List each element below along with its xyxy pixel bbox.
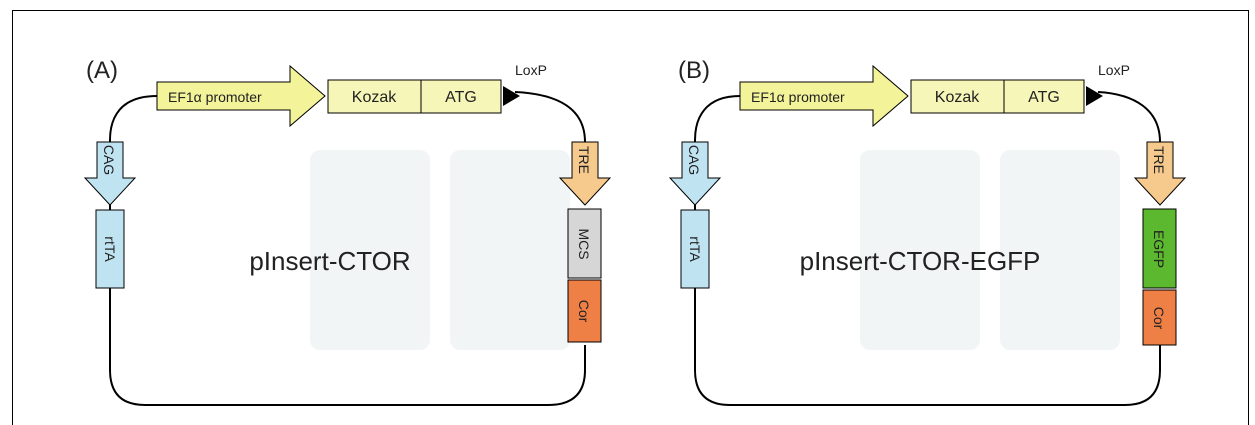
panel-b-loxp-triangle: [1086, 86, 1103, 106]
panel-b-egfp-label: EGFP: [1151, 230, 1167, 268]
panel-a-rtta-label: rtTA: [102, 236, 118, 262]
panel-b-atg-label: ATG: [1028, 89, 1060, 106]
panel-a-promoter-label: EF1α promoter: [168, 89, 262, 105]
panel-a-kozak-label: Kozak: [352, 89, 397, 106]
panel-a-rtta-box: [95, 209, 125, 289]
panel-a-promoter-arrow: [156, 64, 326, 128]
panel-b-cor-label: Cor: [1151, 307, 1167, 330]
panel-b-rtta-label: rtTA: [687, 236, 703, 262]
panel-a-mcs-label: MCS: [576, 228, 592, 259]
panel-a-atg-box: [420, 79, 502, 114]
panel-a-cag-arrow: [83, 141, 137, 206]
panel-b-tre-label: TRE: [1151, 146, 1167, 174]
panel-b-promoter-label: EF1α promoter: [751, 89, 845, 105]
panel-b-tre-arrow: [1133, 141, 1187, 206]
panel-b-backbone: [694, 91, 1161, 406]
panel-b-cor-box: [1142, 289, 1177, 346]
panel-a-atg-label: ATG: [445, 89, 477, 106]
panel-a-tre-label: TRE: [576, 146, 592, 174]
panel-b-rtta-box: [680, 209, 710, 289]
panel-b-atg-box: [1003, 79, 1085, 114]
panel-a-cor-box: [567, 279, 602, 343]
panel-a-loxp-triangle: [503, 86, 520, 106]
panel-a-mcs-box: [567, 208, 602, 279]
panel-b-cag-label: CAG: [686, 145, 702, 175]
panel-b-promoter-arrow: [739, 64, 909, 128]
figure-frame: [12, 10, 1249, 425]
panel-b-letter: (B): [678, 57, 710, 84]
panel-b-kozak-box: [910, 79, 1005, 114]
panel-a-loxp-label: LoxP: [515, 62, 547, 78]
panel-a: (A) EF1α promoter Kozak ATG LoxP CAG rtT…: [83, 57, 612, 406]
panel-a-backbone: [109, 91, 586, 406]
panel-b-kozak-label: Kozak: [935, 89, 980, 106]
panel-b: (B) EF1α promoter Kozak ATG LoxP CAG rtT…: [668, 57, 1187, 406]
panel-a-letter: (A): [86, 57, 118, 84]
panel-b-title: pInsert-CTOR-EGFP: [800, 246, 1041, 276]
panel-b-egfp-box: [1142, 208, 1177, 289]
panel-a-kozak-box: [327, 79, 422, 114]
panel-a-tre-arrow: [558, 141, 612, 206]
panel-a-cor-label: Cor: [576, 300, 592, 323]
panel-b-cag-arrow: [668, 141, 722, 206]
panel-b-loxp-label: LoxP: [1098, 62, 1130, 78]
panel-a-title: pInsert-CTOR: [249, 246, 410, 276]
panel-a-cag-label: CAG: [101, 145, 117, 175]
watermark: [310, 150, 1120, 350]
